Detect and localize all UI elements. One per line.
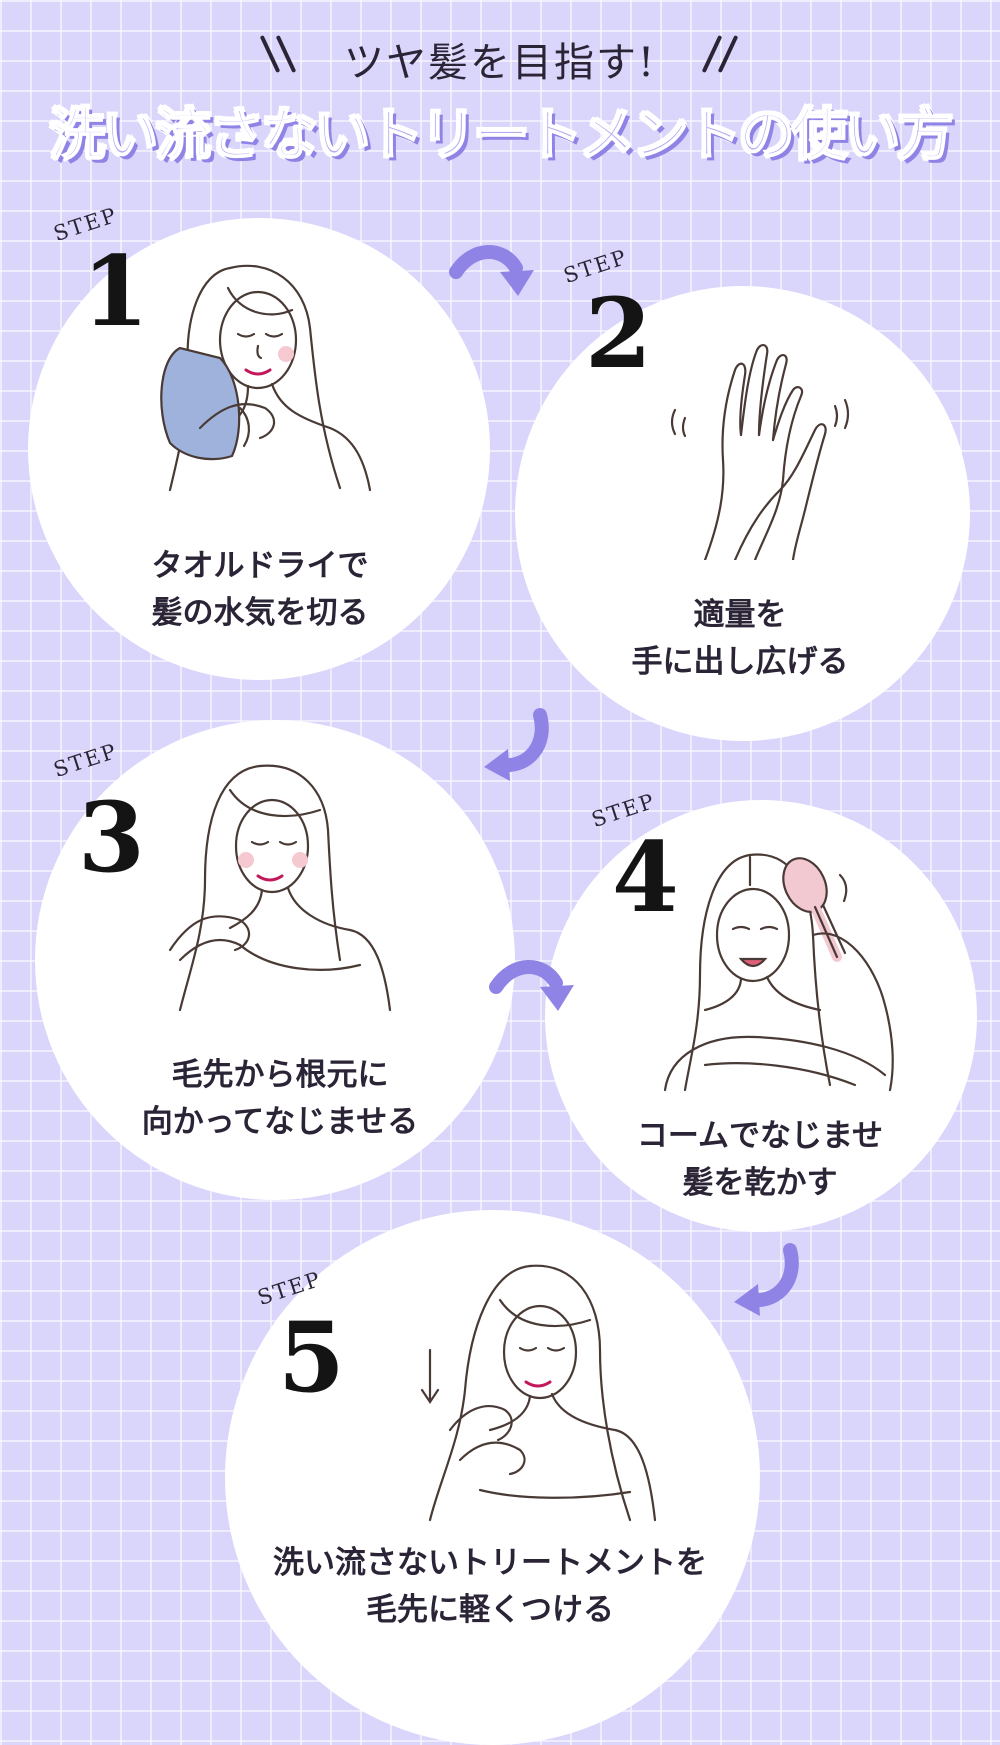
caption-line: 向かってなじませる <box>141 1104 419 1140</box>
step-4-caption: コームでなじませ 髪を乾かす <box>610 1113 910 1207</box>
caption-line: 髪の水気を切る <box>151 595 369 631</box>
step-1-card <box>28 218 490 680</box>
curved-arrow-icon <box>734 1243 799 1316</box>
caption-line: 毛先に軽くつける <box>366 1592 614 1628</box>
applying-illustration <box>168 764 392 1012</box>
step-5-number: 5 <box>278 1301 345 1414</box>
caption-line: 適量を <box>693 597 787 633</box>
combing-illustration <box>663 853 894 1092</box>
page-subtitle: ツヤ髪を目指す! <box>343 40 657 86</box>
step-4-number: 4 <box>612 821 679 934</box>
towel-drying-illustration <box>160 264 372 492</box>
step-1-caption: タオルドライで 髪の水気を切る <box>110 543 410 637</box>
caption-line: コームでなじませ <box>636 1118 884 1154</box>
step-3-label: STEP <box>50 738 121 782</box>
step-2-number: 2 <box>585 277 652 390</box>
step-1-number: 1 <box>82 235 149 348</box>
header-subtitle-area: ツヤ髪を目指す! <box>0 20 1000 90</box>
caption-line: 手に出し広げる <box>631 644 849 680</box>
step-2-card <box>515 286 970 741</box>
curved-arrow-icon <box>489 960 574 1011</box>
step-3-number: 3 <box>78 781 145 894</box>
step-3-caption: 毛先から根元に 向かってなじませる <box>110 1052 450 1146</box>
page-title: 洗い流さないトリートメントの使い方 <box>49 102 955 169</box>
step-2-caption: 適量を 手に出し広げる <box>590 592 890 686</box>
step-5-card <box>225 1210 760 1745</box>
hands-illustration <box>670 344 850 560</box>
finishing-illustration <box>420 1264 657 1522</box>
caption-line: 毛先から根元に <box>171 1057 389 1093</box>
caption-line: 髪を乾かす <box>682 1165 838 1201</box>
caption-line: 洗い流さないトリートメントを <box>273 1545 707 1581</box>
caption-line: タオルドライで <box>151 548 369 584</box>
step-4-card <box>545 800 977 1232</box>
curved-arrow-icon <box>449 245 534 296</box>
step-5-caption: 洗い流さないトリートメントを 毛先に軽くつける <box>240 1540 740 1634</box>
curved-arrow-icon <box>484 708 549 781</box>
